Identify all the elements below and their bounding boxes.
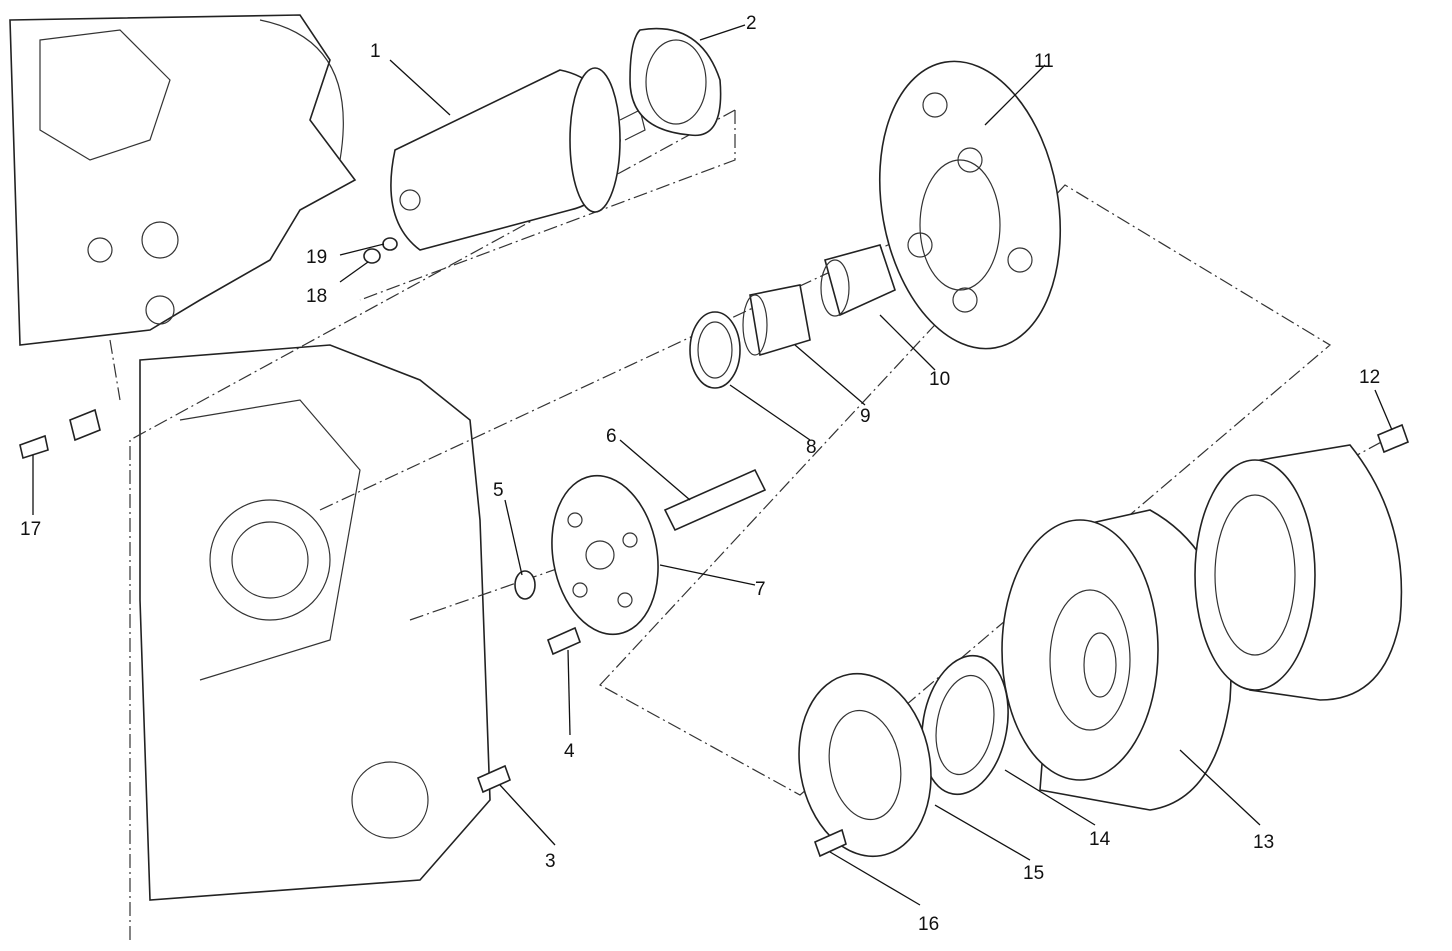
large-gear [878,60,1062,350]
callout-4: 4 [564,741,575,762]
plate [798,672,932,858]
callout-2: 2 [746,13,757,34]
starter-motor [390,67,646,251]
callout-18: 18 [306,286,327,307]
bushing-9 [742,284,811,357]
crankcase-lower [139,344,491,901]
washer-nut [363,237,398,264]
callout-9: 9 [860,406,871,427]
stator-cover [1194,444,1403,701]
callout-13: 13 [1253,832,1274,853]
callout-1: 1 [370,41,381,62]
callout-15: 15 [1023,863,1044,884]
spacer-screw-17 [19,408,101,460]
screw-16 [813,828,847,858]
leader-lines [32,24,1393,906]
callout-5: 5 [493,480,504,501]
callout-16: 16 [918,914,939,935]
callout-labels: 1 2 3 4 5 6 7 8 9 10 11 12 13 14 15 16 1… [20,13,1380,935]
callout-19: 19 [306,247,327,268]
bolt-12 [1376,423,1410,454]
callout-14: 14 [1089,829,1111,850]
callout-12: 12 [1359,367,1380,388]
callout-7: 7 [755,579,766,600]
washer-8 [689,311,741,389]
intermediate-gear [551,474,659,636]
shaft [663,468,767,532]
callout-3: 3 [545,851,556,872]
callout-11: 11 [1034,51,1054,72]
circlip [514,570,536,600]
callout-17: 17 [20,519,41,540]
callout-6: 6 [606,426,617,447]
flywheel-rotor [1001,509,1232,811]
callout-10: 10 [929,369,950,390]
bushing-10 [820,244,896,317]
freewheel [921,654,1009,796]
gasket [629,27,722,137]
screws [476,626,582,794]
crankcase-upper [9,14,357,346]
callout-8: 8 [806,437,817,458]
